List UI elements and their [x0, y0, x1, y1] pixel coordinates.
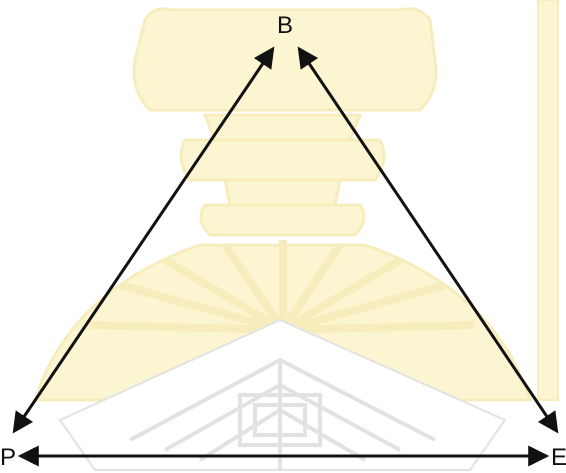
- node-b-label: B: [277, 14, 293, 38]
- node-p-label: P: [0, 446, 16, 470]
- edge-b-e-arrow: [300, 50, 556, 430]
- node-e-label: E: [551, 446, 566, 470]
- edge-b-p-arrow: [15, 50, 272, 430]
